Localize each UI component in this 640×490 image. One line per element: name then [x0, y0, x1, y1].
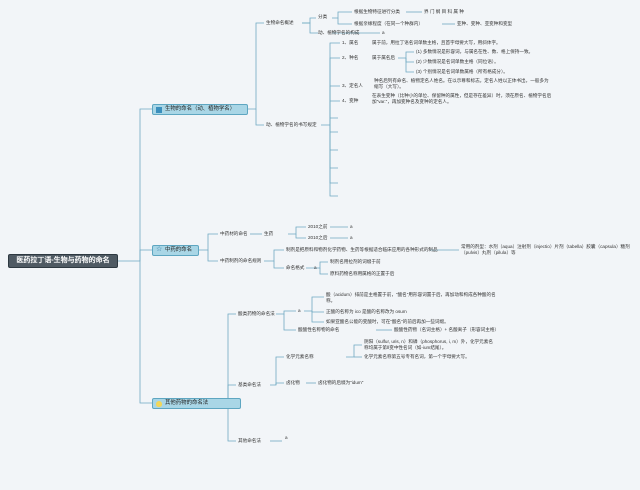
- prep-desc[interactable]: 制剂是把原料和物剂化学药物、生药等根据适合临床应用的各种形式的制品: [286, 247, 438, 252]
- topic-tcm-naming[interactable]: ☆ 中药的命名: [152, 245, 199, 256]
- topic-bio-label: 生物的命名（动、植物学名）: [165, 106, 236, 112]
- lightbulb-icon: [156, 401, 162, 407]
- classify-item-2-value: 亚种、变种、亚变种和变型: [457, 21, 513, 26]
- species-sub-1: (1) 多数情况是形容词，与属名在性、数、格上保持一致。: [416, 49, 534, 54]
- name-mode-value: a: [314, 265, 317, 270]
- tcm-crude[interactable]: 中药材的命名: [220, 231, 248, 236]
- classify-item-1-value: 界 门 纲 目 科 属 种: [424, 9, 464, 14]
- rule-genus-text: 属于前，用拉丁语名词单数主格，且首字母要大写，用斜体字。: [372, 40, 501, 45]
- bio-rules[interactable]: 动、植物学名的书写规定: [266, 122, 317, 127]
- square-icon: [156, 107, 162, 113]
- acid-item-3: 如果亚酸名公能的变酸时，可在"酸名"的前后再加一些词缀。: [326, 319, 449, 324]
- other-elements[interactable]: 基类命名法: [238, 382, 261, 387]
- name-mode-item-1: 制剂名用拉剂的词缀于前: [330, 259, 381, 264]
- compound-value: 卤化物的后缀为"idum": [318, 380, 364, 385]
- bio-overview[interactable]: 生物命名概述: [266, 20, 294, 25]
- crude-item-1[interactable]: 2010之前: [308, 224, 328, 229]
- name-mode-item-2: 原料药物名称用属格的正置于后: [330, 271, 395, 276]
- crude-item-2-value: a: [350, 235, 353, 240]
- bio-concept-value: a: [382, 30, 385, 35]
- other-misc-value: a: [285, 435, 288, 440]
- acid-item-2: 正酸的名称为 ico 是酸的名称改为 osum: [326, 309, 407, 314]
- prefix-item-2: 化学元素名称第五号专有名词，第一个字母要大写。: [364, 354, 470, 359]
- star-icon: ☆: [156, 246, 163, 253]
- acid-marker: a: [298, 308, 301, 313]
- bio-classify[interactable]: 分类: [318, 14, 328, 19]
- species-sub-3: (3) 个别情况是名词单数属格（所有格成分）。: [416, 69, 508, 74]
- topic-bio-naming[interactable]: 生物的命名（动、植物学名）: [152, 104, 248, 115]
- salt-value: 酸酸性药物（名词主格）+ 名酸离子（形容词主格）: [394, 327, 500, 332]
- rule-variety-text: 在表生变种（比种小的单位、保留种的属性，但是存在差异）时，须在原名、植物学名后加…: [372, 93, 552, 104]
- rule-genus[interactable]: 1、属名: [342, 40, 359, 45]
- root-node[interactable]: 医药拉丁语-生物与药物的命名: [8, 254, 118, 268]
- bio-concept[interactable]: 动、植物学名的构成: [318, 30, 360, 35]
- rule-species-text: 属于属名后: [372, 55, 395, 60]
- species-sub-2: (2) 少数情况是名词单数主格（同位语）。: [416, 59, 499, 64]
- classify-item-2-label[interactable]: 根据亲缘程度（在同一个种群内）: [354, 21, 423, 26]
- topic-tcm-label: 中药的命名: [165, 247, 192, 253]
- name-mode[interactable]: 命名格式: [286, 265, 305, 270]
- other-misc[interactable]: 其他命名法: [238, 438, 261, 443]
- topic-other-label: 其他药物的命名法: [165, 400, 209, 406]
- compound-label[interactable]: 卤化物: [286, 380, 300, 385]
- rule-author[interactable]: 3、定名人: [342, 83, 363, 88]
- prefix-item-1: 阴阳（sulfur, uris, n）和磷（phosphorus, i, m）外…: [364, 339, 493, 350]
- tcm-crude-sub[interactable]: 生药: [264, 231, 274, 236]
- rule-author-text: 种名后列有命名、植物定名人姓名。在以示尊和标志。定名人姓以正体书出，一般多为缩写…: [374, 78, 549, 89]
- classify-item-1-label[interactable]: 根据生物特征进行分类: [354, 9, 400, 14]
- prefix-label[interactable]: 化学元素名称: [286, 354, 314, 359]
- other-acid[interactable]: 酸类药物的命名法: [238, 311, 275, 316]
- salt-label[interactable]: 酸酸性名称物的命名: [298, 327, 340, 332]
- rule-variety[interactable]: 4、变种: [342, 98, 359, 103]
- acid-item-1: 酸（acidum）排前是主格置于前，"酸名"用形容词置于后，再加动和构成各种酸的…: [326, 292, 496, 303]
- rule-species[interactable]: 2、种名: [342, 55, 359, 60]
- crude-item-2[interactable]: 2010之后: [308, 235, 328, 240]
- prep-forms: 常用的剂型：水剂（aqua）注射剂（injectio）片剂（tabella）胶囊…: [461, 244, 630, 255]
- topic-other-naming[interactable]: 其他药物的命名法: [152, 398, 241, 409]
- tcm-prep[interactable]: 中药制剂的命名规则: [220, 258, 262, 263]
- crude-item-1-value: a: [350, 224, 353, 229]
